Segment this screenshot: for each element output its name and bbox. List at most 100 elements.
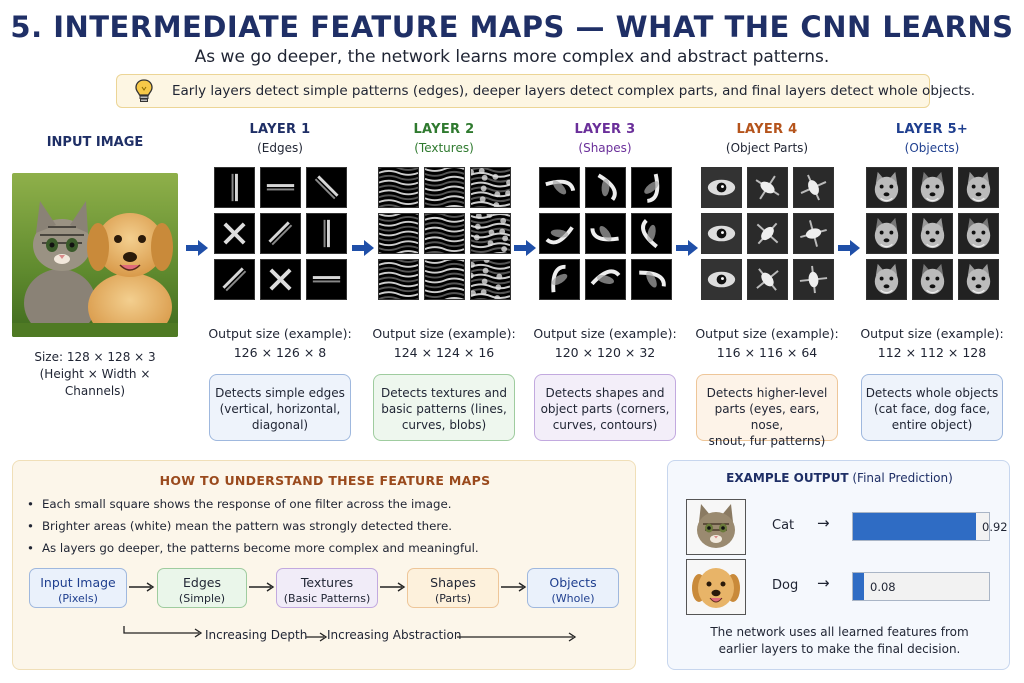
layer-description: Detects whole objects(cat face, dog face… (861, 374, 1003, 441)
layer-description-line: (vertical, horizontal, (219, 402, 341, 416)
arrow-right-icon: → (817, 514, 830, 532)
feature-map-tile (747, 213, 788, 254)
flow-step-label: Input Image (40, 575, 116, 590)
example-output-panel: EXAMPLE OUTPUT (Final Prediction) Cat → … (667, 460, 1010, 670)
output-size-info: Output size (example):126 × 126 × 8 (202, 324, 358, 362)
feature-map-tile (260, 259, 301, 300)
feature-map-tile (378, 213, 419, 254)
feature-map-grid (539, 167, 672, 300)
feature-map-grid (866, 167, 999, 300)
layer-subtitle: (Shapes) (578, 141, 632, 155)
feature-map-tile (912, 259, 953, 300)
flow-step-sub: (Basic Patterns) (283, 592, 371, 605)
arrow-right-icon (838, 240, 860, 256)
output-size-value: 124 × 124 × 16 (393, 345, 495, 360)
layer-description-line: diagonal) (251, 418, 309, 432)
feature-map-tile (631, 167, 672, 208)
feature-map-tile (631, 213, 672, 254)
layer-description-line: snout, fur patterns) (708, 434, 826, 448)
feature-map-tile (424, 259, 465, 300)
layer-description-line: Detects higher-level (706, 386, 828, 400)
output-size-info: Output size (example): 116 × 116 × 64 (689, 324, 845, 362)
page-title: 5. INTERMEDIATE FEATURE MAPS — WHAT THE … (10, 10, 1014, 44)
output-size-info: Output size (example): 112 × 112 × 128 (854, 324, 1010, 362)
layer-title: LAYER 5+ (895, 122, 969, 137)
page-subtitle: As we go deeper, the network learns more… (194, 47, 830, 67)
example-caption-line2: earlier layers to make the final decisio… (718, 642, 961, 656)
feature-map-tile (378, 167, 419, 208)
flow-step-sub: (Pixels) (58, 592, 98, 605)
layer-description-line: parts (eyes, ears, nose, (714, 402, 820, 432)
howto-title: HOW TO UNDERSTAND THESE FEATURE MAPS (159, 473, 491, 488)
prediction-value: 0.92 (982, 520, 1008, 534)
input-size-line1: Size: 128 × 128 × 3 (34, 350, 156, 364)
flow-step-label: Edges (183, 575, 221, 590)
lightbulb-icon (135, 79, 153, 102)
feature-map-tile (306, 259, 347, 300)
output-size-value: 112 × 112 × 128 (877, 345, 987, 360)
feature-map-tile (701, 213, 742, 254)
layer-title: LAYER 4 (736, 122, 798, 137)
layer-description-line: Detects textures and (380, 386, 508, 400)
howto-bullet: Each small square shows the response of … (27, 497, 452, 511)
feature-map-tile (424, 213, 465, 254)
layer-description-line: entire object) (891, 418, 973, 432)
example-output-title: EXAMPLE OUTPUT (Final Prediction) (668, 471, 1011, 485)
arrow-right-icon: → (817, 574, 830, 592)
feature-map-tile (470, 167, 511, 208)
feature-map-tile (701, 259, 742, 300)
layer-description-line: Detects shapes and (545, 386, 665, 400)
output-size-value: 126 × 126 × 8 (233, 345, 327, 360)
feature-map-tile (631, 259, 672, 300)
feature-map-tile (306, 167, 347, 208)
howto-panel: HOW TO UNDERSTAND THESE FEATURE MAPS Eac… (12, 460, 636, 670)
feature-map-tile (260, 167, 301, 208)
output-size-label: Output size (example): (860, 326, 1004, 341)
flow-step-objects: Objects (Whole) (527, 568, 619, 608)
feature-map-tile (539, 259, 580, 300)
feature-map-tile (585, 167, 626, 208)
output-size-info: Output size (example):120 × 120 × 32 (527, 324, 683, 362)
prediction-label-dog: Dog (772, 578, 799, 593)
prediction-label-cat: Cat (772, 518, 795, 533)
arrow-right-icon (306, 632, 328, 642)
dog-thumbnail (686, 559, 746, 615)
example-caption-line1: The network uses all learned features fr… (710, 625, 969, 639)
feature-map-grid (701, 167, 834, 300)
feature-map-tile (793, 259, 834, 300)
input-size-info: Size: 128 × 128 × 3 (Height × Width × Ch… (10, 349, 180, 400)
flow-step-sub: (Simple) (178, 592, 226, 605)
example-caption: The network uses all learned features fr… (668, 624, 1011, 658)
input-photo (12, 173, 178, 337)
feature-map-tile (793, 213, 834, 254)
arrow-right-icon (380, 582, 406, 592)
arrow-right-icon (129, 582, 155, 592)
feature-map-tile (585, 259, 626, 300)
output-size-label: Output size (example): (695, 326, 839, 341)
feature-map-tile (470, 213, 511, 254)
flow-step-label: Objects (549, 575, 597, 590)
output-size-label: Output size (example): (533, 326, 677, 341)
feature-map-tile (958, 167, 999, 208)
feature-map-tile (539, 213, 580, 254)
prediction-bar-fill (853, 573, 864, 600)
arrow-right-icon (514, 240, 536, 256)
example-title-main: EXAMPLE OUTPUT (726, 471, 849, 485)
layer-description-line: object parts (corners, (540, 402, 670, 416)
output-size-value: 116 × 116 × 64 (716, 345, 818, 360)
feature-map-tile (424, 167, 465, 208)
arrow-right-icon (249, 582, 275, 592)
feature-map-tile (747, 259, 788, 300)
arrow-right-icon (457, 632, 577, 642)
input-size-line2: (Height × Width × Channels) (39, 367, 151, 398)
output-size-label: Output size (example): (372, 326, 516, 341)
feature-map-tile (701, 167, 742, 208)
feature-map-tile (214, 167, 255, 208)
feature-map-tile (539, 167, 580, 208)
layer-subtitle: (Edges) (257, 141, 303, 155)
feature-map-tile (958, 259, 999, 300)
layer-subtitle: (Objects) (904, 141, 960, 155)
feature-map-tile (214, 259, 255, 300)
arrow-right-icon (501, 582, 527, 592)
